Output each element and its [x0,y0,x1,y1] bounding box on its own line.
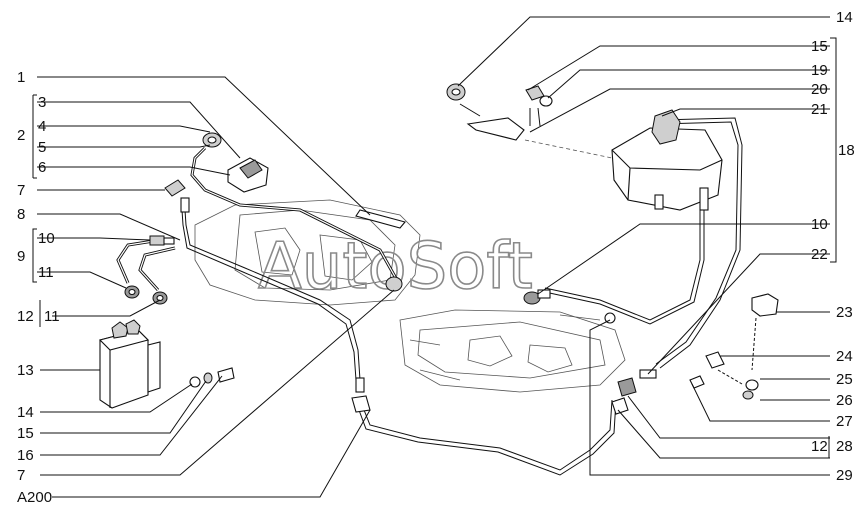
label-2: 2 [17,127,25,144]
car-body-outline [194,199,626,393]
watermark: AutoSoft [258,230,533,304]
part-13-canister [98,319,161,409]
part-14-grommet [446,83,466,101]
label-28: 28 [836,438,853,455]
label-12r: 12 [811,438,828,455]
label-6: 6 [38,159,46,176]
label-11a: 11 [38,264,54,281]
part-11-connectors [124,285,168,305]
label-12: 12 [17,308,34,325]
part-1-bracket [355,209,406,229]
label-14: 14 [17,404,34,421]
label-7a: 7 [17,182,25,199]
label-16: 16 [17,447,34,464]
label-3: 3 [38,94,46,111]
labels-left: 1 3 4 5 6 2 7 8 10 9 11 12 11 13 14 15 1… [17,69,60,506]
valve-assembly [202,132,269,193]
label-22: 22 [811,246,828,263]
label-5: 5 [38,139,46,156]
label-15: 15 [17,425,34,442]
label-26: 26 [836,392,853,409]
fuel-vapor-lines [116,117,743,476]
label-7b: 7 [17,467,25,484]
part-7-clip [164,179,186,197]
parts-23-27 [689,293,779,400]
arrows-top [459,103,541,127]
label-8: 8 [17,206,25,223]
label-23: 23 [836,304,853,321]
label-A200: A200 [17,489,52,506]
label-20: 20 [811,81,828,98]
part-connector-center [351,276,403,413]
label-11b: 11 [44,308,60,325]
dash-line [524,139,613,159]
label-15r: 15 [811,38,828,55]
label-10r: 10 [811,216,828,233]
label-13: 13 [17,362,34,379]
label-1: 1 [17,69,25,86]
label-29: 29 [836,467,853,484]
label-10: 10 [38,230,55,247]
label-9: 9 [17,248,25,265]
label-24: 24 [836,348,853,365]
part-8-fitting [180,197,190,213]
label-25: 25 [836,371,853,388]
parts-15-19-bushings [525,85,553,107]
label-19: 19 [811,62,828,79]
label-4: 4 [38,118,46,135]
labels-right: 14 15 19 20 21 18 10 22 23 24 25 26 27 1… [811,9,855,484]
part-10-fitting-right [523,289,551,305]
fasteners-14-15-16 [189,367,235,388]
label-27: 27 [836,413,853,430]
label-14r: 14 [836,9,853,26]
part-10-valve-left [149,235,175,246]
leader-lines [32,16,837,498]
label-21: 21 [811,101,828,118]
part-20-bracket [466,117,525,141]
label-18: 18 [838,142,855,159]
part-21-tank [611,109,723,211]
